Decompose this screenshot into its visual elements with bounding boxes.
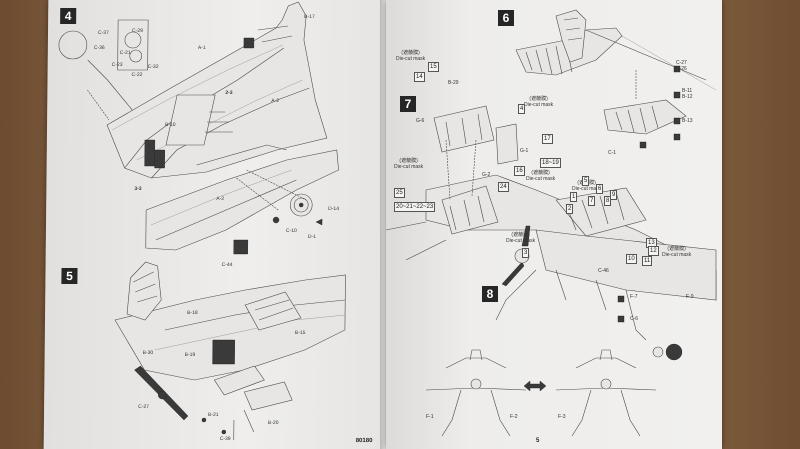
part-label-g1: G-1 bbox=[520, 148, 529, 154]
part-label-c1: C-1 bbox=[608, 150, 617, 156]
part-label-c27: C-27 bbox=[676, 60, 687, 66]
mask-number-17: 17 bbox=[542, 134, 553, 144]
part-label-b15: B-15 bbox=[294, 330, 306, 336]
mask-number-4: 4 bbox=[518, 104, 526, 114]
step-7-badge: 7 bbox=[400, 96, 416, 112]
part-label-f9: F-9 bbox=[686, 294, 694, 300]
part-label-c44: C-44 bbox=[221, 262, 233, 268]
mask-number-15: 15 bbox=[428, 62, 439, 72]
part-label-b29: B-29 bbox=[448, 80, 459, 86]
part-label-g2: G-2 bbox=[482, 172, 491, 178]
mask-number-5: 5 bbox=[582, 176, 590, 186]
part-label-c27: C-27 bbox=[138, 404, 149, 410]
part-label-f7: F-7 bbox=[630, 294, 638, 300]
die-cut-mask-label-7: (遮蔽膜)Die-cut mask bbox=[662, 246, 692, 258]
part-label-c6: C-6 bbox=[630, 316, 639, 322]
mask-number-1: 1 bbox=[570, 192, 578, 202]
left-instruction-page: 4 5 bbox=[43, 0, 386, 449]
mask-number-16: 16 bbox=[514, 166, 525, 176]
part-label-f3: F-3 bbox=[558, 414, 566, 420]
step-8-badge: 8 bbox=[482, 286, 498, 302]
part-label-c29: C-29 bbox=[131, 28, 143, 34]
part-label-g6: G-6 bbox=[416, 118, 425, 124]
mask-number-20-23: 20~21~22~23 bbox=[394, 202, 436, 212]
part-label-b18: B-18 bbox=[187, 310, 198, 316]
part-label-c22: C-22 bbox=[131, 72, 143, 78]
step-4-fuselage-drawing bbox=[58, 1, 346, 440]
mask-number-10: 10 bbox=[626, 254, 637, 264]
die-cut-mask-label-2: (遮蔽膜)Die-cut mask bbox=[524, 96, 554, 108]
part-label-c26: C-26 bbox=[676, 66, 687, 72]
mask-number-14: 14 bbox=[414, 72, 425, 82]
part-label-c36: C-36 bbox=[93, 45, 105, 51]
die-cut-mask-label-6: (遮蔽膜)Die-cut mask bbox=[506, 232, 536, 244]
mask-number-24: 24 bbox=[498, 182, 509, 192]
part-label-c23: C-23 bbox=[111, 62, 123, 68]
part-label-f1: F-1 bbox=[426, 414, 434, 420]
mask-number-18-19: 18~19 bbox=[540, 158, 561, 168]
part-label-c46: C-46 bbox=[598, 268, 609, 274]
mask-number-2: 2 bbox=[566, 204, 574, 214]
part-label-d14: D-14 bbox=[328, 206, 340, 212]
mask-number-3: 3 bbox=[522, 248, 530, 258]
part-label-a2: A-2 bbox=[271, 98, 280, 104]
part-label-b30: B-30 bbox=[142, 350, 154, 356]
right-page-drawing bbox=[385, 9, 717, 437]
part-label-b10: B-10 bbox=[165, 122, 176, 128]
part-label-c21: C-21 bbox=[119, 50, 131, 56]
part-label-a1: A-1 bbox=[197, 45, 206, 51]
part-label-b13: B-13 bbox=[682, 118, 693, 124]
part-label-c32: C-32 bbox=[147, 64, 159, 70]
die-cut-mask-label-1: (遮蔽膜)Die-cut mask bbox=[396, 50, 426, 62]
book-spine bbox=[380, 0, 390, 449]
mask-number-11: 11 bbox=[642, 256, 653, 266]
mask-number-8: 8 bbox=[604, 196, 612, 206]
part-label-c37: C-37 bbox=[97, 30, 109, 36]
part-label-b21: B-21 bbox=[207, 412, 219, 418]
mask-number-25: 25 bbox=[394, 188, 405, 198]
part-label-b12: B-12 bbox=[682, 94, 693, 100]
mask-number-6: 6 bbox=[596, 184, 604, 194]
part-label-c10: C-10 bbox=[285, 228, 297, 234]
part-label-f2: F-2 bbox=[510, 414, 518, 420]
right-instruction-page: 6 7 8 bbox=[385, 0, 722, 449]
part-label-b17: B-17 bbox=[304, 14, 315, 20]
part-label-3-3: 3-3 bbox=[134, 186, 142, 192]
part-label-b19: B-19 bbox=[184, 352, 196, 358]
die-cut-mask-label-4: (遮蔽膜)Die-cut mask bbox=[526, 170, 556, 182]
mask-number-7: 7 bbox=[588, 196, 596, 206]
step-6-badge: 6 bbox=[498, 10, 514, 26]
mask-number-9: 9 bbox=[610, 190, 618, 200]
part-label-b11: B-11 bbox=[682, 88, 693, 94]
die-cut-mask-label-3: (遮蔽膜)Die-cut mask bbox=[394, 158, 424, 170]
part-label-b20: B-20 bbox=[267, 420, 279, 426]
part-label-c39: C-39 bbox=[219, 436, 231, 442]
part-label-d1: D-1 bbox=[307, 234, 316, 240]
part-label-2-3: 2-3 bbox=[225, 90, 233, 96]
mask-number-12: 12 bbox=[648, 246, 659, 256]
part-label-a2-lower: A-2 bbox=[216, 196, 225, 202]
left-page-footer-code: 80180 bbox=[355, 438, 373, 444]
right-page-number: 5 bbox=[536, 438, 540, 444]
